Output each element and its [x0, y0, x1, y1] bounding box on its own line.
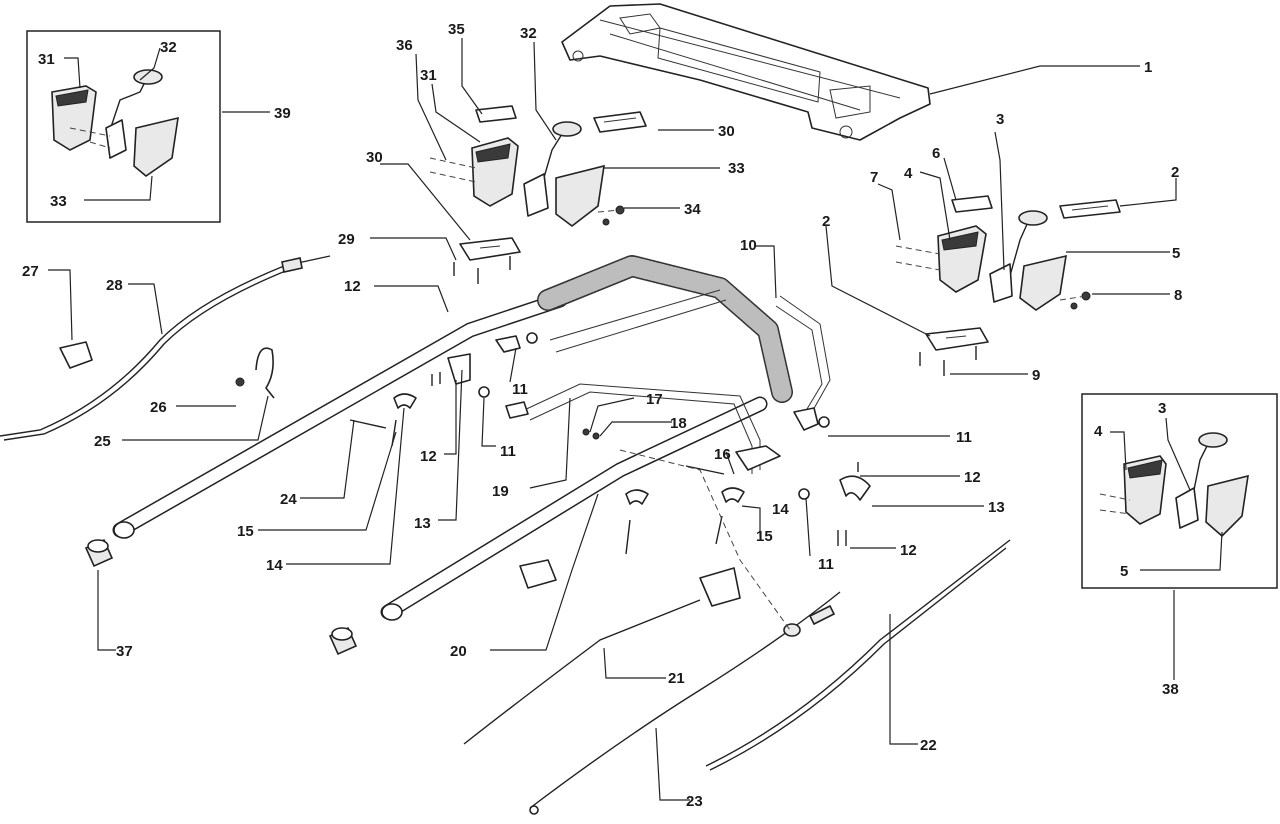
callout-14: 14	[266, 557, 283, 574]
callout-11: 11	[818, 556, 834, 573]
callout-30: 30	[718, 123, 735, 140]
callout-12: 12	[420, 448, 437, 465]
callout-38: 38	[1162, 681, 1179, 698]
callout-12: 12	[900, 542, 917, 559]
callout-8: 8	[1174, 287, 1182, 304]
callout-27: 27	[22, 263, 39, 280]
callout-3: 3	[1158, 400, 1166, 417]
callout-7: 7	[870, 169, 878, 186]
callout-37: 37	[116, 643, 133, 660]
callout-6: 6	[932, 145, 940, 162]
callout-21: 21	[668, 670, 685, 687]
callout-11: 11	[512, 381, 528, 398]
callout-14: 14	[772, 501, 789, 518]
callout-20: 20	[450, 643, 467, 660]
callout-2: 2	[822, 213, 830, 230]
callout-15: 15	[237, 523, 254, 540]
callout-12: 12	[964, 469, 981, 486]
clips-and-bolts	[235, 332, 871, 607]
callout-32: 32	[520, 25, 537, 42]
control-cables	[0, 255, 1011, 815]
inset-box-39	[26, 30, 221, 223]
callout-33: 33	[50, 193, 67, 210]
inset-box-38	[1081, 393, 1278, 589]
callout-11: 11	[500, 443, 516, 460]
callout-25: 25	[94, 433, 111, 450]
end-caps	[84, 538, 358, 656]
callout-labels: 1 2 2 3 3 4 4 5 5 6 7 8 9 10 11 11 11 11…	[22, 21, 1182, 810]
callout-4: 4	[1094, 423, 1103, 440]
callout-13: 13	[414, 515, 431, 532]
callout-16: 16	[714, 446, 731, 463]
callout-4: 4	[904, 165, 913, 182]
right-lever-assembly	[895, 195, 1121, 311]
callout-24: 24	[280, 491, 297, 508]
callout-12: 12	[344, 278, 361, 295]
callout-28: 28	[106, 277, 123, 294]
callout-2: 2	[1171, 164, 1179, 181]
callout-22: 22	[920, 737, 937, 754]
callout-17: 17	[646, 391, 663, 408]
callout-15: 15	[756, 528, 773, 545]
callout-35: 35	[448, 21, 465, 38]
callout-39: 39	[274, 105, 291, 122]
callout-5: 5	[1172, 245, 1180, 262]
callout-19: 19	[492, 483, 509, 500]
mounting-plates	[453, 237, 989, 376]
callout-31: 31	[38, 51, 55, 68]
callout-23: 23	[686, 793, 703, 810]
callout-10: 10	[740, 237, 757, 254]
callout-11: 11	[956, 429, 972, 446]
callout-18: 18	[670, 415, 687, 432]
callout-32: 32	[160, 39, 177, 56]
center-lever-assembly	[429, 105, 647, 228]
callout-9: 9	[1032, 367, 1040, 384]
callout-36: 36	[396, 37, 413, 54]
callout-34: 34	[684, 201, 701, 218]
callout-1: 1	[1144, 59, 1152, 76]
handle-tubes	[112, 255, 831, 621]
callout-5: 5	[1120, 563, 1128, 580]
leader-lines	[48, 38, 1223, 801]
callout-31: 31	[420, 67, 437, 84]
callout-3: 3	[996, 111, 1004, 128]
callout-13: 13	[988, 499, 1005, 516]
callout-33: 33	[728, 160, 745, 177]
callout-29: 29	[338, 231, 355, 248]
console-cover-part	[561, 3, 931, 141]
callout-26: 26	[150, 399, 167, 416]
callout-30: 30	[366, 149, 383, 166]
